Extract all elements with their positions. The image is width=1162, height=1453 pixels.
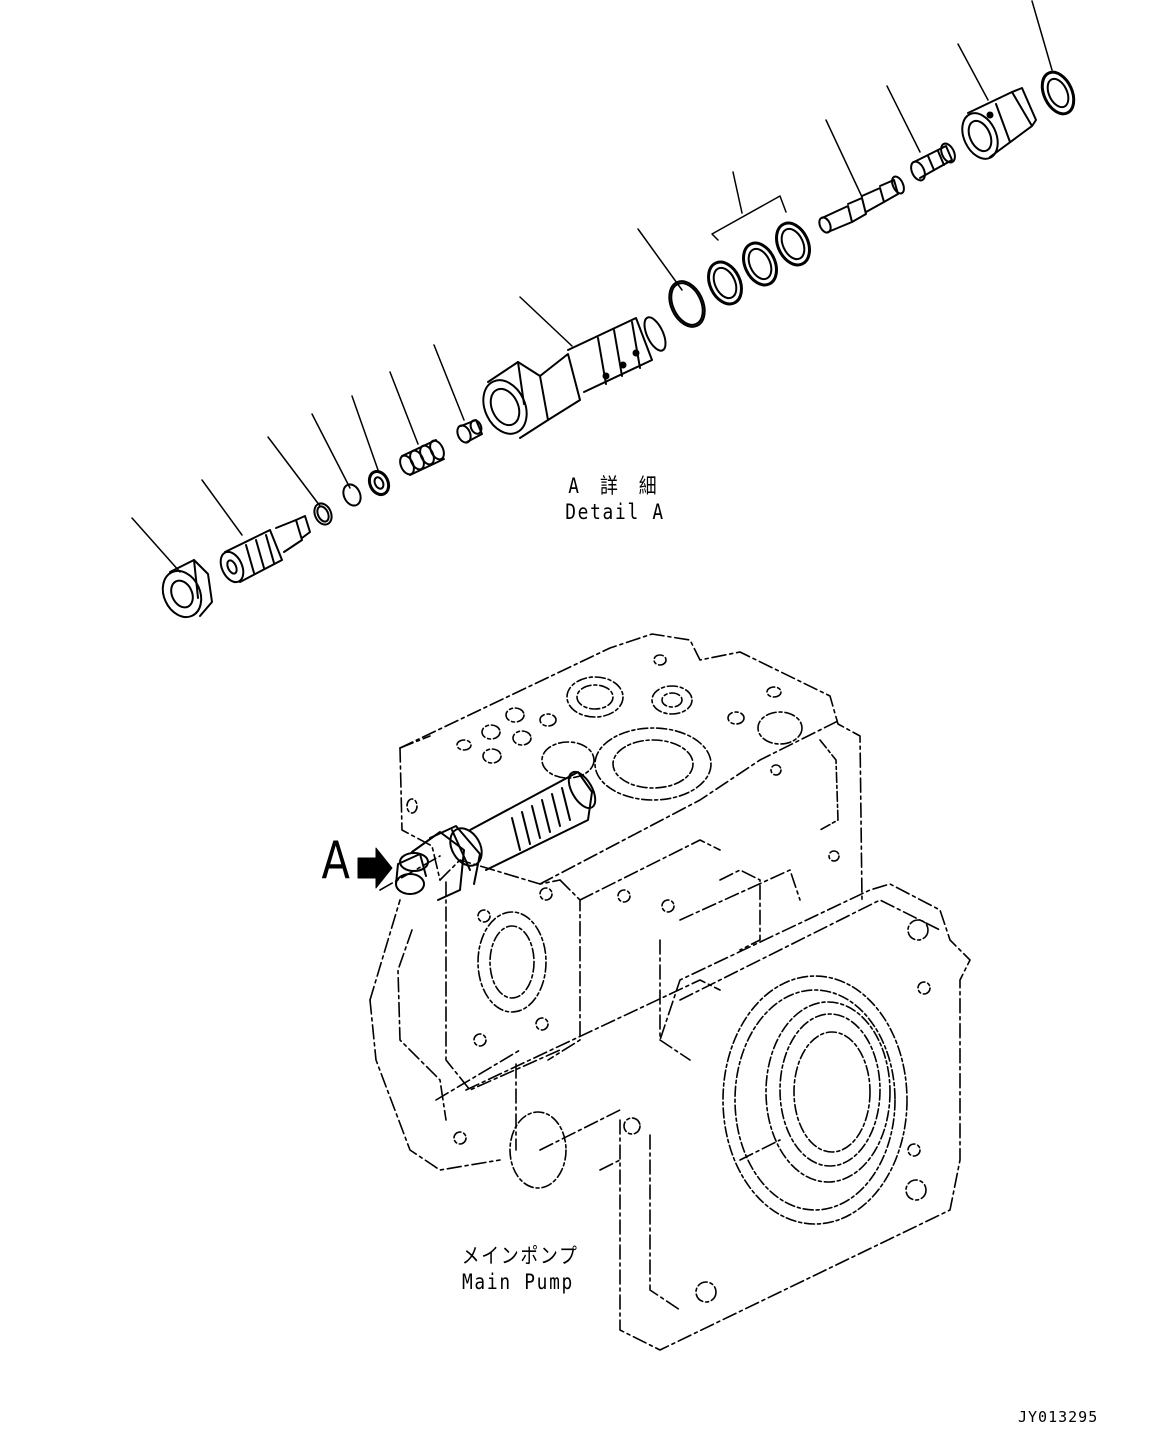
ring-set-part	[707, 221, 811, 306]
washer-part	[367, 469, 391, 497]
hex-nut-part	[161, 559, 213, 619]
spring-seat-part	[456, 419, 483, 444]
pump-name-jp: メインポンプ	[461, 1244, 579, 1268]
detail-title-en: Detail A	[565, 500, 665, 524]
leader-lines	[131, 0, 1053, 573]
end-ring-part	[1040, 70, 1076, 116]
o-ring-small-part	[313, 502, 333, 526]
pump-ports	[406, 654, 931, 1303]
view-arrow-letter: A	[321, 831, 351, 891]
o-ring-part	[668, 280, 706, 328]
valve-sleeve-part	[482, 316, 667, 439]
spring-part	[399, 439, 445, 476]
spool-part	[818, 175, 905, 234]
sleeve-collar-part	[961, 87, 1037, 160]
adjusting-screw-part	[219, 515, 311, 584]
plunger-part	[910, 142, 956, 182]
detail-a-parts	[131, 0, 1076, 619]
pump-name-en: Main Pump	[461, 1270, 575, 1294]
detail-title-jp: A 詳 細	[568, 474, 662, 498]
drawing-id: JY013295	[1018, 1408, 1099, 1426]
view-arrow-icon	[357, 847, 393, 889]
installed-valve	[395, 770, 597, 901]
backup-ring-part	[342, 483, 362, 507]
main-pump-outline	[369, 633, 971, 1351]
